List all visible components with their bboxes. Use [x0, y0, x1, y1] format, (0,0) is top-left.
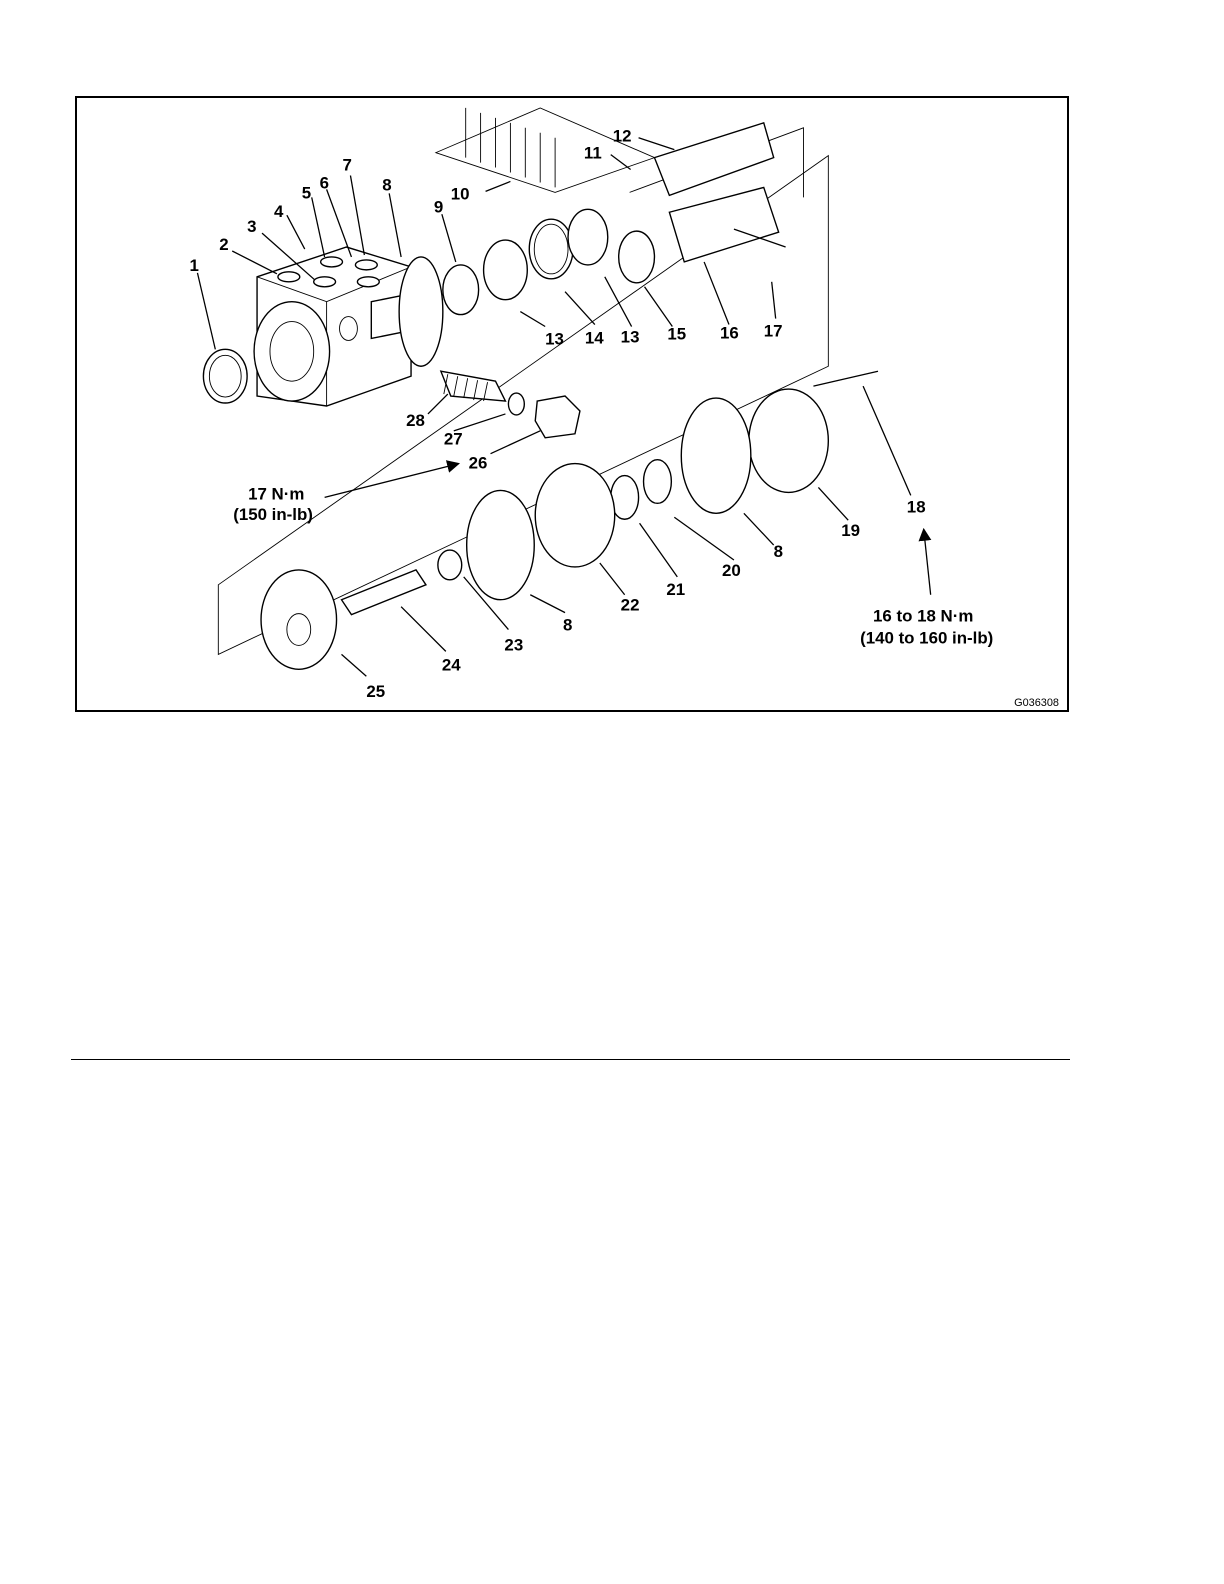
part-10-springs	[436, 108, 655, 192]
callout-13: 13	[545, 329, 564, 348]
callout-4: 4	[274, 202, 284, 221]
callout-19: 19	[841, 521, 860, 540]
part-13-ring	[484, 240, 528, 300]
part-19-end-cap	[749, 389, 828, 492]
callout-14: 14	[585, 328, 604, 347]
port-2	[278, 272, 300, 282]
callout-3: 3	[247, 217, 256, 236]
part-1-seal-ring	[203, 349, 247, 403]
port-6	[355, 260, 377, 270]
callout-26: 26	[469, 454, 488, 473]
callout-10: 10	[451, 184, 470, 203]
part-13-ring-b	[568, 209, 608, 265]
callout-7: 7	[343, 156, 352, 175]
steering-valve-housing	[203, 247, 442, 406]
callout-12: 12	[613, 127, 632, 146]
part-8-oring-c	[467, 490, 535, 599]
callout-18: 18	[907, 497, 926, 516]
part-15-ring	[619, 231, 655, 283]
callout-1: 1	[190, 256, 199, 275]
part-28-spring	[441, 371, 506, 401]
callout-8c: 8	[563, 616, 572, 635]
callout-2: 2	[219, 235, 228, 254]
callout-22: 22	[621, 596, 640, 615]
part-26-plug	[535, 396, 580, 438]
callout-8b: 8	[774, 542, 783, 561]
part-25-plate	[261, 570, 337, 669]
port-7	[357, 277, 379, 287]
torque-spec-1-imperial: (150 in-lb)	[233, 505, 313, 524]
horizontal-rule	[71, 1059, 1070, 1060]
part-22-gerotor	[535, 464, 614, 567]
port-3	[314, 277, 336, 287]
callout-13b: 13	[621, 327, 640, 346]
torque-spec-1-value: 17 N·m	[248, 484, 304, 503]
spool-sleeve-group	[436, 108, 786, 315]
callout-20: 20	[722, 561, 741, 580]
callout-17: 17	[764, 321, 783, 340]
part-8-oring-b	[681, 398, 751, 513]
callout-9: 9	[434, 197, 443, 216]
diagram-canvas: 1 2 3 4 5 6 7 8 9 10 11 12 13 14 13 15 1…	[77, 98, 1067, 710]
callout-6: 6	[320, 173, 329, 192]
part-20-seal	[644, 460, 672, 504]
part-23-spacer	[438, 550, 462, 580]
port-5	[321, 257, 343, 267]
torque-spec-2-value: 16 to 18 N·m	[873, 607, 973, 626]
callout-28: 28	[406, 411, 425, 430]
part-18-bolt	[813, 371, 878, 386]
torque-arrow-1	[325, 464, 459, 498]
figure-id: G036308	[1014, 697, 1059, 709]
callout-25: 25	[366, 682, 385, 701]
part-9-ring	[443, 265, 479, 315]
part-16-sleeve	[669, 187, 778, 262]
callout-8: 8	[382, 175, 391, 194]
torque-spec-2-imperial: (140 to 160 in-lb)	[860, 628, 993, 647]
callout-16: 16	[720, 323, 739, 342]
callout-21: 21	[666, 580, 685, 599]
callout-24: 24	[442, 655, 461, 674]
part-27-seal	[508, 393, 524, 415]
callout-11: 11	[584, 144, 602, 163]
callout-27: 27	[444, 430, 463, 449]
callout-15: 15	[667, 324, 686, 343]
callout-23: 23	[504, 635, 523, 654]
torque-arrow-2	[924, 529, 931, 595]
part-8-oring	[399, 257, 443, 366]
part-11-spool	[654, 123, 773, 196]
exploded-parts-diagram: 1 2 3 4 5 6 7 8 9 10 11 12 13 14 13 15 1…	[75, 96, 1069, 712]
part-14-bearing	[529, 219, 573, 279]
callout-5: 5	[302, 183, 311, 202]
